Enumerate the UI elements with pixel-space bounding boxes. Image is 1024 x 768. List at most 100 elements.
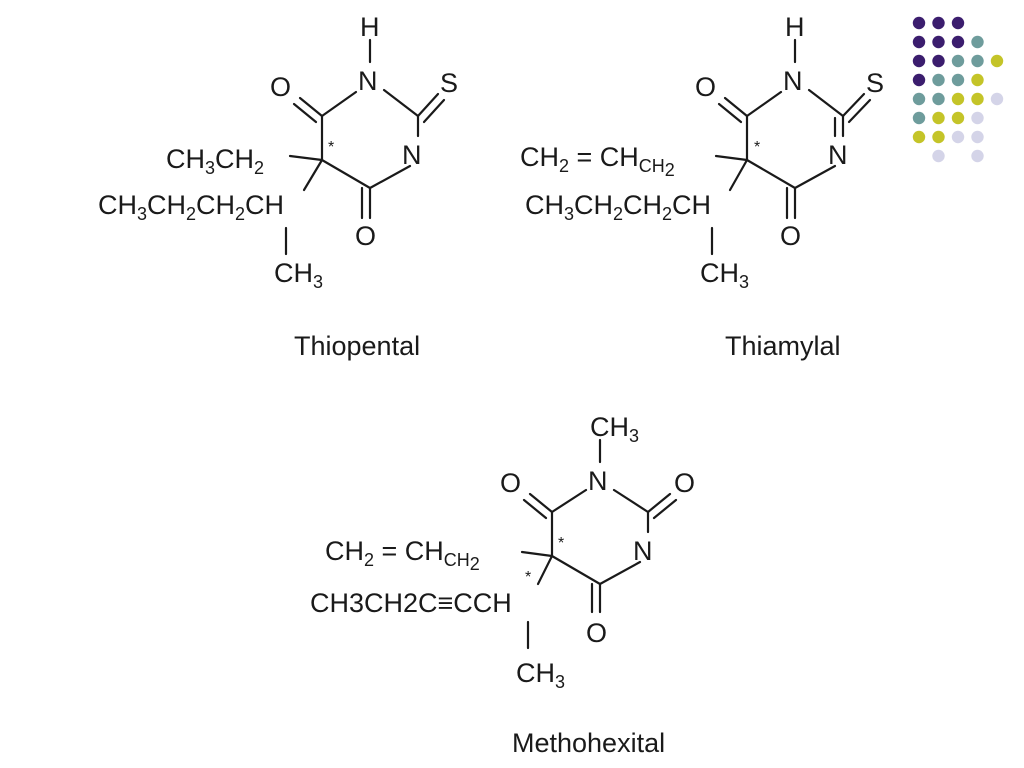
decorative-dot [912,130,926,144]
thiopental-o-bottom: O [355,221,376,251]
thiamylal-o-top: O [695,72,716,102]
bond-c6-n [745,90,783,118]
methohexital-n-side: N [633,536,653,566]
thiopental-s: S [440,68,458,98]
thiopental-caption: Thiopental [294,331,420,361]
bond-c2-s [416,92,440,118]
bond-c4-c5 [320,158,372,190]
thiopental-pentyl-chain: CH3CH2CH2CH [98,190,284,224]
bond-c6-o [298,96,324,118]
methohexital-o-top: O [500,468,521,498]
decorative-dot [990,54,1004,68]
thiopental-methyl: CH3 [274,258,323,292]
decorative-dot [932,35,945,49]
thiopental-o-top: O [270,72,291,102]
decorative-dot [932,149,945,163]
thiopental-h: H [360,12,380,42]
decorative-dot [971,73,984,87]
thiopental-bonds [284,38,446,256]
bond-c6-o [723,96,749,118]
thiamylal-pentyl-chain: CH3CH2CH2CH [525,190,711,224]
thiamylal-bonds [710,38,872,256]
thiopental-n-top: N [358,66,378,96]
thiamylal-o-bottom: O [780,221,801,251]
thiamylal-n-side: N [828,140,848,170]
methohexital-o-right: O [674,468,695,498]
thiamylal-allyl-group: CH2 = CHCH2 [520,142,675,180]
decorative-dot [932,92,945,106]
thiamylal-h: H [785,12,805,42]
decorative-dot [932,54,945,68]
bond-c5-ethyl [288,154,324,162]
decorative-dot [971,111,984,125]
bond-c5-sub [302,158,324,192]
decorative-dot [912,35,926,49]
decorative-dot [951,92,965,106]
decorative-dot [971,92,984,106]
decorative-dot [912,54,926,68]
bond-c2-o [646,492,672,514]
bond-c5-sub [728,158,749,192]
methohexital-structure: CH3 N O O N O * CH2 = CHCH2 * CH3CH2C≡CC… [310,412,695,758]
decorative-dot [990,92,1004,106]
bond-c2-o-double [652,498,678,520]
thiamylal-chiral-marker: * [754,139,760,156]
bond-c4-c5 [550,554,602,586]
bond-c2-s-double [422,98,446,124]
bond-c2-s-double [847,98,872,124]
decorative-dot [971,130,984,144]
methohexital-o-bottom: O [586,618,607,648]
decorative-dot [951,73,965,87]
bond-c5-sub [536,554,554,586]
bond-c6-o-double [522,498,548,520]
decorative-dot [912,16,926,30]
methohexital-n-methyl: CH3 [590,412,639,446]
decorative-dot [951,111,965,125]
bond-c4-c5 [745,158,797,190]
bond-c6-o-double [717,102,743,124]
methohexital-n-top: N [588,466,608,496]
decorative-dot [951,54,965,68]
bond-n3-c4 [793,164,837,190]
decorative-dot [912,111,926,125]
methohexital-bonds [520,438,678,650]
decorative-dot [932,16,945,30]
thiopental-structure: H N O S N O * CH3CH2 CH3CH2CH2CH CH3 Thi… [98,12,458,361]
methohexital-chiral-marker-2: * [525,569,531,586]
thiamylal-s: S [866,68,884,98]
bond-n3-c4 [368,164,412,190]
methohexital-caption: Methohexital [512,728,665,758]
methohexital-chiral-marker: * [558,535,564,552]
thiamylal-methyl: CH3 [700,258,749,292]
decorative-dot [932,111,945,125]
bond-c6-n [550,488,588,514]
bond-n-c2 [612,488,650,514]
decorative-dot-grid [912,16,1004,163]
methohexital-hexynyl-chain: CH3CH2C≡CCH [310,588,512,618]
decorative-dot [912,92,926,106]
bond-c6-o [528,492,554,514]
decorative-dot [912,73,926,87]
decorative-dot [951,16,965,30]
decorative-dot [932,73,945,87]
bond-c5-allyl [520,550,554,558]
bond-c5-allyl [714,154,749,162]
bond-n3-c4 [598,560,642,586]
thiamylal-caption: Thiamylal [725,331,841,361]
decorative-dot [951,35,965,49]
bond-c6-o-double [292,102,318,124]
thiopental-ethyl-group: CH3CH2 [166,144,264,178]
thiopental-chiral-marker: * [328,139,334,156]
thiamylal-n-top: N [783,66,803,96]
decorative-dot [971,149,984,163]
decorative-dot [932,130,945,144]
methohexital-allyl-group: CH2 = CHCH2 [325,536,480,574]
decorative-dot [951,130,965,144]
decorative-dot [971,35,984,49]
bond-n-c2 [382,88,420,118]
bond-c6-n [320,90,358,118]
thiopental-n-side: N [402,140,422,170]
bond-n-c2 [807,88,845,118]
bond-c2-s [841,92,866,118]
